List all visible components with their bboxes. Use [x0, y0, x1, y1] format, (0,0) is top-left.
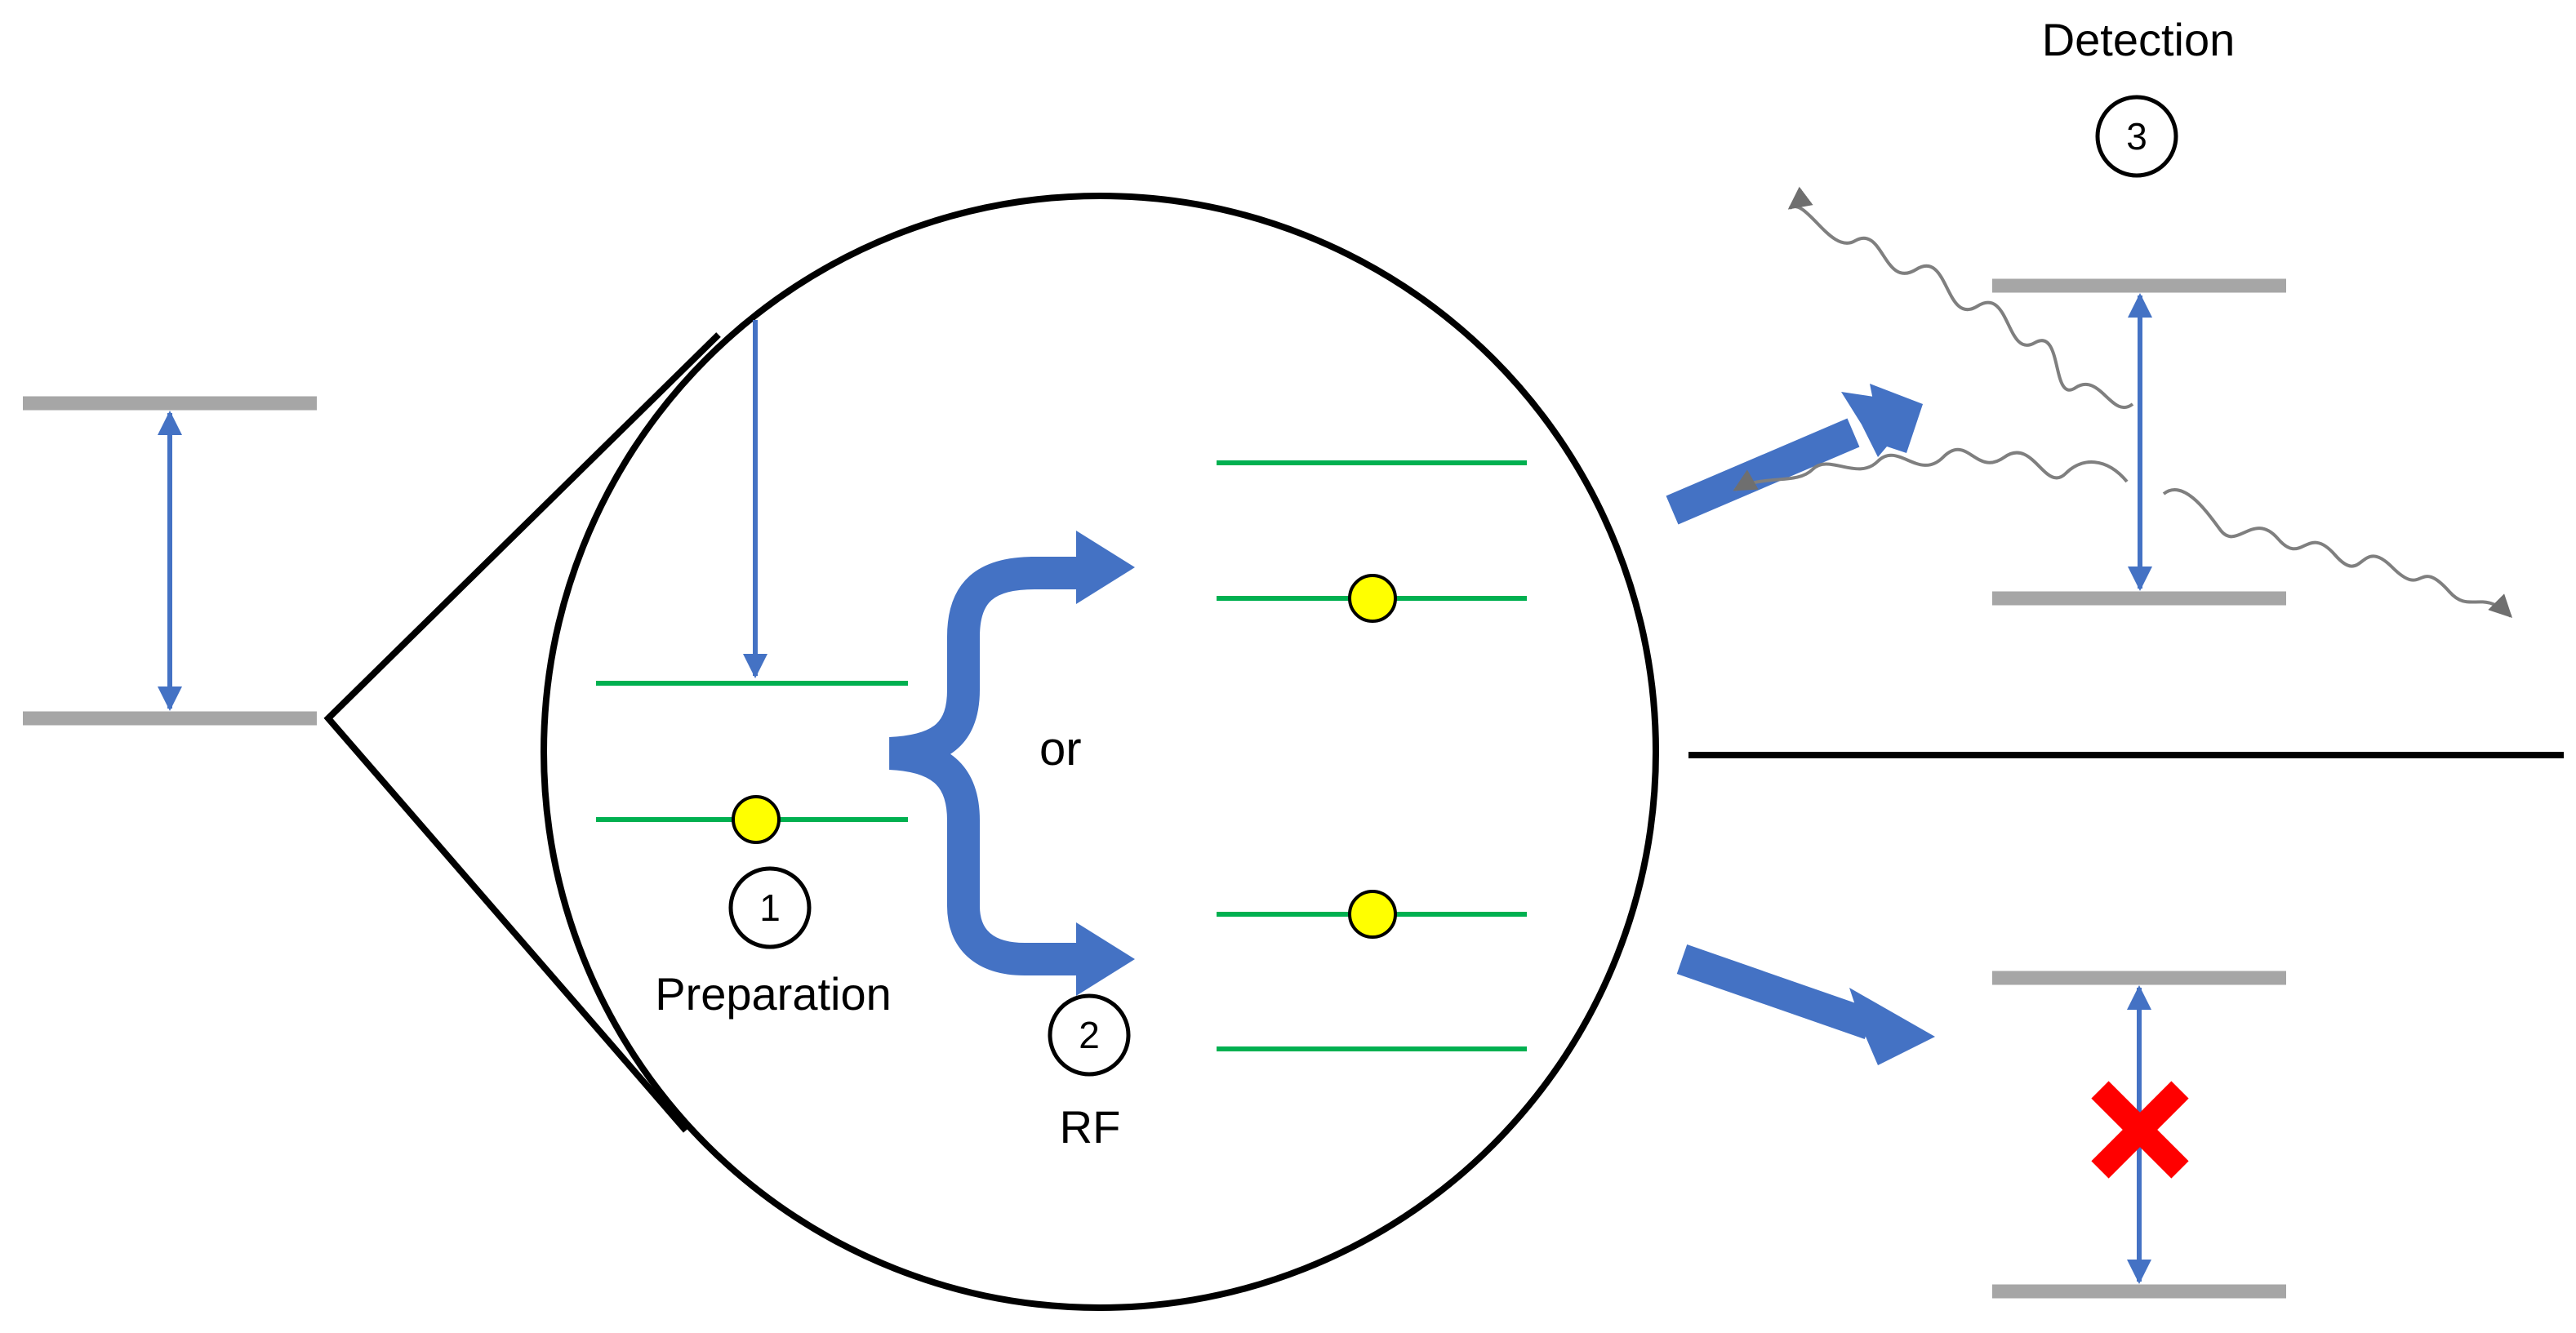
prep-population-dot — [732, 795, 781, 844]
brace-upper-arrowhead — [1076, 531, 1135, 604]
preparation-sublevels: 1 Preparation — [596, 320, 908, 1020]
lower-outcome-arrow-shaft — [1676, 944, 1875, 1039]
rf-label: RF — [1060, 1101, 1121, 1153]
magnifier-callout — [323, 193, 1659, 1311]
step-2-badge: 2 — [1048, 993, 1131, 1077]
blocked-cross-icon — [2091, 1081, 2189, 1179]
step-3-number: 3 — [2126, 115, 2147, 158]
step-1-badge: 1 — [728, 866, 812, 949]
photon-lower-right-wavy-arrow — [2162, 488, 2512, 618]
preparation-label: Preparation — [655, 968, 892, 1020]
magnifier-cone-lines — [323, 332, 721, 1133]
lower-outcome-arrowhead — [1849, 988, 1935, 1065]
brace-body — [888, 557, 1078, 975]
magnifier-circle — [541, 193, 1659, 1311]
rf-branch-brace: or 2 RF — [888, 531, 1135, 1153]
rf-outcome-upper — [1217, 460, 1527, 623]
detection-dark-system — [1992, 971, 2286, 1299]
outcome-arrows — [1666, 384, 1935, 1065]
step-2-circle — [1048, 993, 1131, 1077]
step-1-number: 1 — [759, 886, 781, 929]
outcome-b-population-dot — [1348, 890, 1397, 939]
detection-label: Detection — [2042, 14, 2236, 65]
photon-left-wavy-arrow — [1733, 447, 2129, 491]
step-1-circle — [728, 866, 812, 949]
brace-lower-arrowhead — [1076, 922, 1135, 996]
or-label: or — [1039, 722, 1082, 775]
outcome-a-population-dot — [1348, 574, 1397, 623]
step-3-circle — [2095, 95, 2178, 178]
step-3-badge: 3 — [2095, 95, 2178, 178]
left-two-level-system — [23, 396, 317, 726]
detection-bright-system: Detection 3 — [1733, 14, 2512, 618]
upper-outcome-arrowhead-fill — [1841, 392, 1923, 457]
step-2-number: 2 — [1079, 1014, 1100, 1056]
upper-outcome-arrow-shaft — [1666, 418, 1860, 525]
rf-outcome-lower — [1217, 890, 1527, 1051]
photon-upper-left-wavy-arrow — [1787, 186, 2134, 410]
